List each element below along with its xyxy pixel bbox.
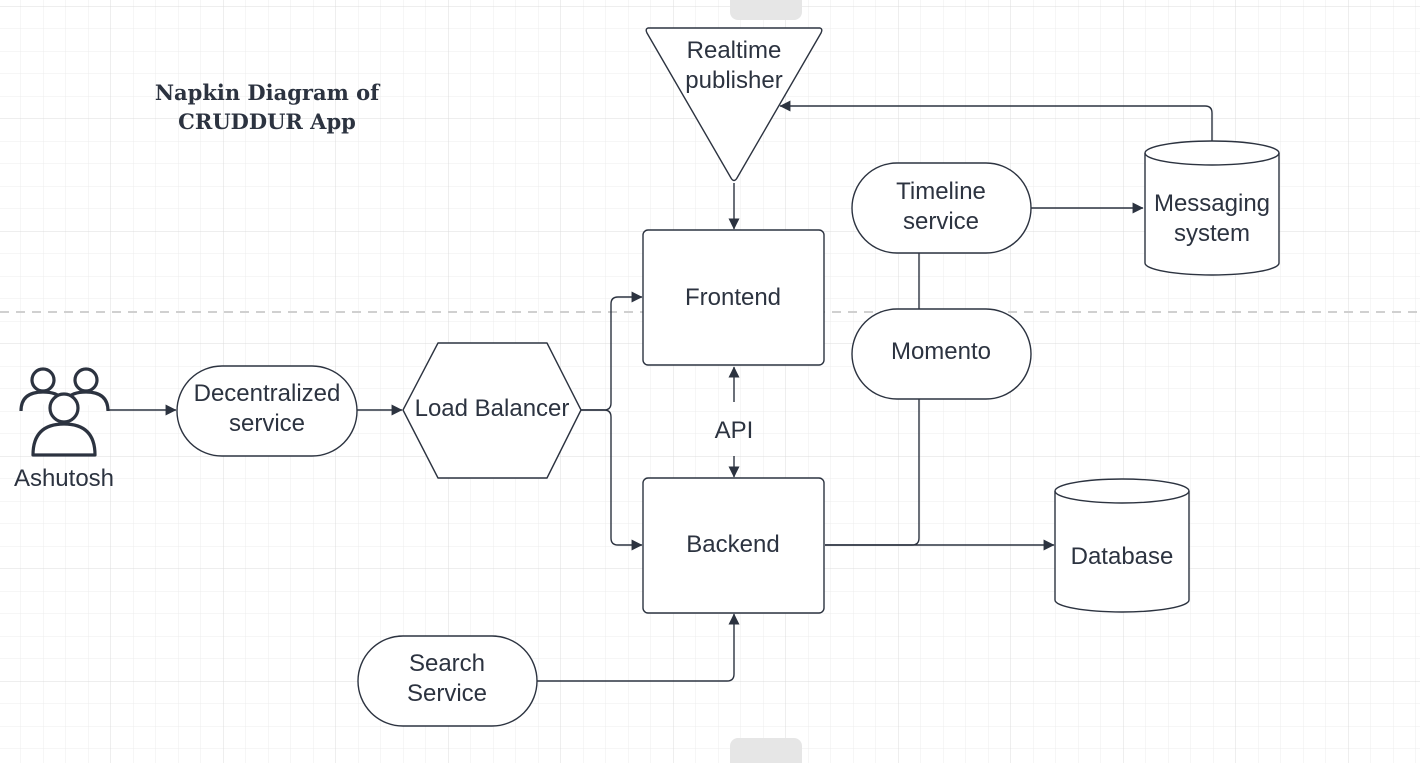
node-label: system [1174,220,1250,247]
node-label: Messaging [1154,190,1270,217]
users-group-icon [19,367,110,457]
node-timeline-service[interactable]: Timeline service [851,162,1032,254]
diagram-title-line-2: CRUDDUR App [178,109,356,134]
node-label: Realtime [687,37,782,64]
diagram-title-line-1: Napkin Diagram of [155,80,381,105]
page-tab-bottom[interactable] [730,738,802,763]
edge-messaging-to-publisher [779,100,1213,141]
node-decentralized-service[interactable]: Decentralized service [176,365,358,457]
node-label: Frontend [685,284,781,311]
edge-label-api: API [715,417,754,444]
node-label: Decentralized [194,380,341,407]
node-label: service [903,208,979,235]
node-load-balancer[interactable]: Load Balancer [402,342,582,479]
node-realtime-publisher[interactable]: Realtime publisher [645,27,823,182]
actor-label: Ashutosh [14,465,114,492]
node-messaging-system[interactable]: Messaging system [1144,140,1280,276]
node-label: publisher [685,67,782,94]
node-momento[interactable]: Momento [851,308,1032,400]
actor-ashutosh[interactable]: Ashutosh [14,367,114,492]
page-tab-top[interactable] [730,0,802,20]
node-label: Load Balancer [415,395,570,422]
edge-search-to-backend [537,613,740,682]
edge-loadbalancer-to-frontend [580,291,643,411]
node-label: service [229,410,305,437]
node-database[interactable]: Database [1054,478,1190,613]
node-label: Service [407,680,487,707]
node-label: Backend [686,531,779,558]
node-search-service[interactable]: Search Service [357,635,538,727]
node-frontend[interactable]: Frontend [642,229,825,366]
node-label: Timeline [896,178,986,205]
node-label: Search [409,650,485,677]
node-backend[interactable]: Backend [642,477,825,614]
node-label: Database [1071,543,1174,570]
node-label: Momento [891,338,991,365]
edge-loadbalancer-to-backend [580,409,643,551]
